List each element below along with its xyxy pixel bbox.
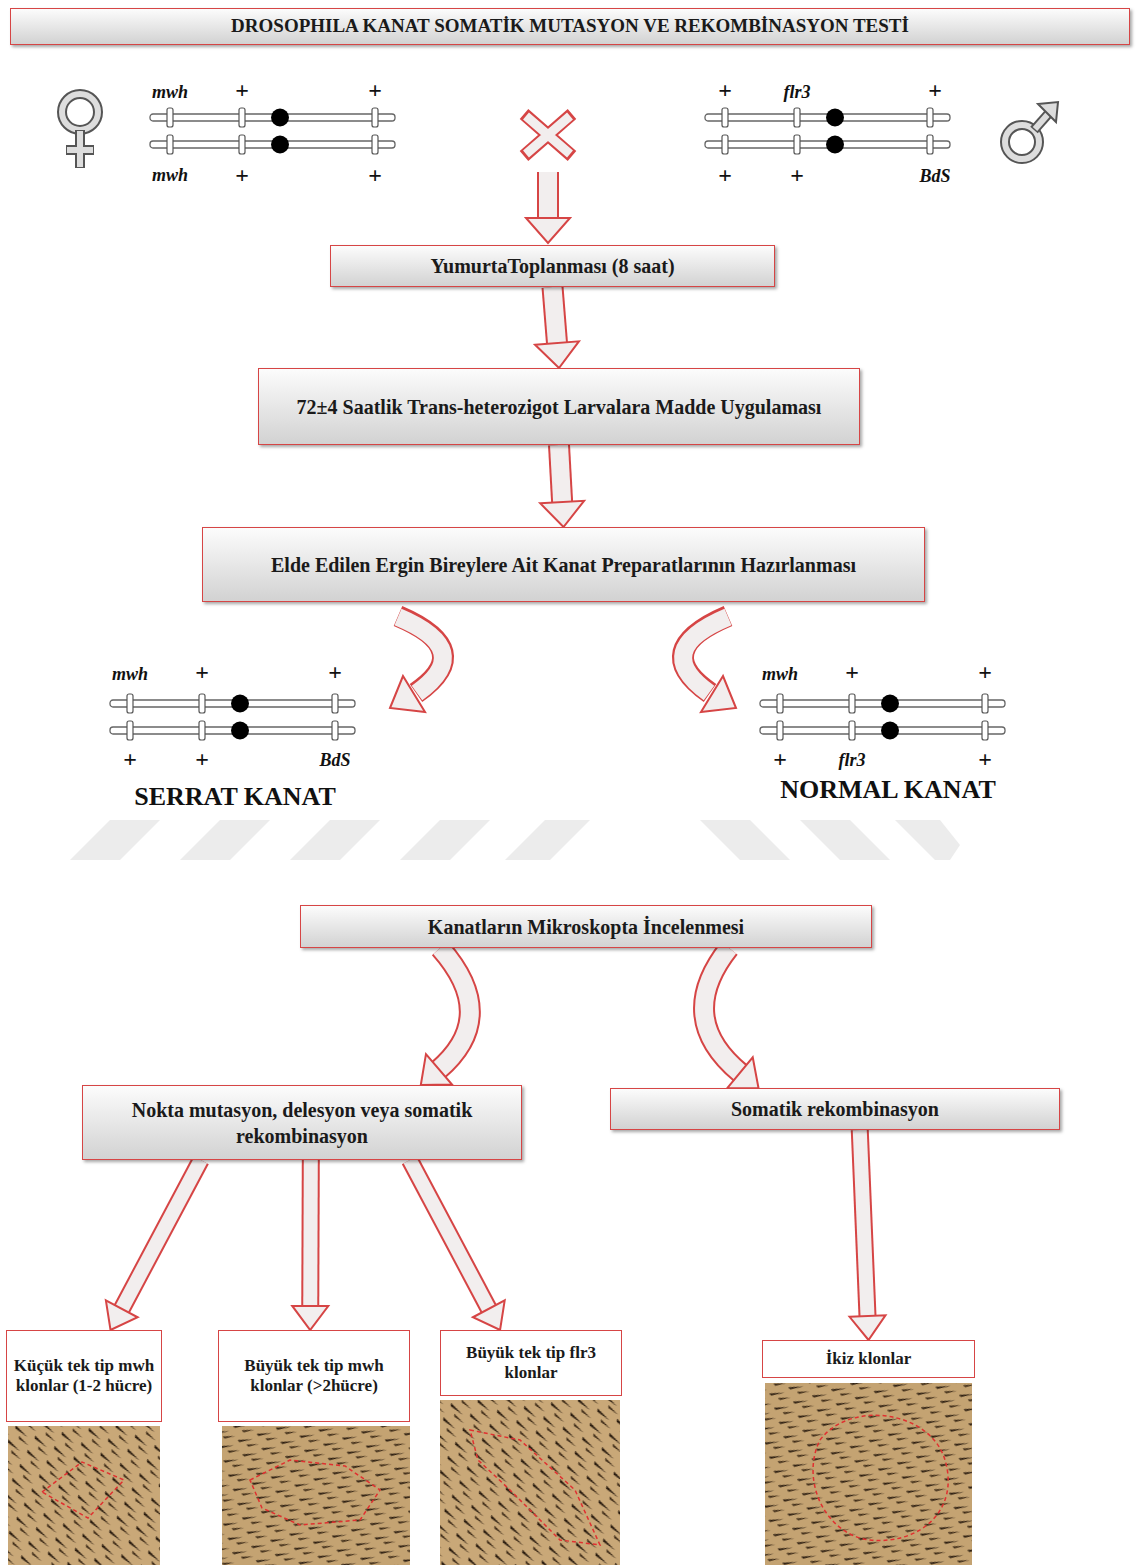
arrow-shaft-outline [860, 1130, 868, 1317]
block-arrow [850, 1130, 886, 1340]
chromosome-pair [150, 108, 395, 154]
arrow-shaft [860, 1130, 868, 1317]
wing-micrograph [222, 1426, 410, 1565]
female-symbol [62, 94, 98, 168]
wing-micrograph [8, 1426, 160, 1565]
box-text: 72±4 Saatlik Trans-heterozigot Larvalara… [297, 394, 822, 420]
gene-marker: mwh [152, 165, 188, 186]
arrow-shaft [559, 445, 562, 503]
wild-type-allele: + [845, 659, 859, 686]
box-text: Elde Edilen Ergin Bireylere Ait Kanat Pr… [271, 552, 856, 578]
box-text: Küçük tek tip mwh klonlar (1-2 hücre) [11, 1356, 157, 1397]
gene-marker: BdS [319, 750, 350, 771]
block-arrow [704, 948, 758, 1088]
process-box: YumurtaToplanması (8 saat) [330, 245, 775, 287]
process-box: Somatik rekombinasyon [610, 1088, 1060, 1130]
box-text: Büyük tek tip mwh klonlar (>2hücre) [223, 1356, 405, 1397]
cross-symbol [524, 114, 572, 156]
male-symbol [1005, 102, 1058, 159]
block-arrow [540, 445, 584, 527]
arrow-shaft-outline [559, 445, 562, 503]
arrow-head [535, 341, 579, 368]
arrow-head [850, 1315, 886, 1340]
wild-type-allele: + [790, 162, 804, 189]
chromosome-pair [110, 694, 355, 740]
wild-type-allele: + [368, 77, 382, 104]
clone-type-box: Küçük tek tip mwh klonlar (1-2 hücre) [6, 1330, 162, 1422]
arrow-head [292, 1306, 328, 1330]
wild-type-allele: + [368, 162, 382, 189]
arrow-shaft [303, 1160, 318, 1307]
wild-type-allele: + [718, 162, 732, 189]
box-text: YumurtaToplanması (8 saat) [430, 253, 674, 279]
arrow-shaft-outline [410, 1160, 489, 1310]
chromosome-pair [760, 694, 1005, 740]
clone-type-box: Büyük tek tip flr3 klonlar [440, 1330, 622, 1396]
wild-type-allele: + [978, 659, 992, 686]
wild-type-allele: + [978, 746, 992, 773]
process-box: Nokta mutasyon, delesyon veya somatik re… [82, 1085, 522, 1160]
gene-marker: flr3 [784, 82, 811, 103]
box-text: Somatik rekombinasyon [731, 1096, 939, 1122]
clone-type-box: İkiz klonlar [762, 1340, 975, 1378]
wild-type-allele: + [195, 659, 209, 686]
wild-type-allele: + [718, 77, 732, 104]
arrow-shaft-outline [704, 948, 741, 1073]
curved-arrow [390, 616, 443, 712]
chromosome-pair [705, 108, 950, 154]
arrow-shaft [438, 948, 470, 1070]
wild-type-allele: + [123, 746, 137, 773]
block-arrow [106, 1160, 201, 1330]
block-arrow [535, 287, 579, 368]
arrow-head [106, 1300, 138, 1330]
box-text: İkiz klonlar [826, 1349, 912, 1369]
arrow-shaft [704, 948, 741, 1073]
gene-marker: flr3 [839, 750, 866, 771]
watermark-stripes [70, 820, 960, 860]
wing-micrograph [440, 1400, 620, 1565]
wild-type-allele: + [773, 746, 787, 773]
curved-arrow [683, 616, 736, 712]
gene-marker: BdS [919, 166, 950, 187]
wild-type-allele: + [235, 77, 249, 104]
process-box: 72±4 Saatlik Trans-heterozigot Larvalara… [258, 368, 860, 445]
block-arrow [292, 1160, 328, 1330]
gene-marker: mwh [112, 664, 148, 685]
wild-type-allele: + [328, 659, 342, 686]
gene-marker: mwh [152, 82, 188, 103]
clone-type-box: Büyük tek tip mwh klonlar (>2hücre) [218, 1330, 410, 1422]
box-text: Büyük tek tip flr3 klonlar [445, 1343, 617, 1384]
arrow-shaft [121, 1160, 200, 1310]
arrow-head [421, 1054, 452, 1085]
title-text: DROSOPHILA KANAT SOMATİK MUTASYON VE REK… [231, 14, 909, 39]
block-arrow [526, 172, 570, 243]
arrow-shaft-outline [438, 948, 470, 1070]
arrow-head [540, 501, 584, 527]
wing-micrograph [765, 1383, 972, 1565]
gene-marker: mwh [762, 664, 798, 685]
arrow-head [473, 1300, 505, 1330]
arrow-shaft-outline [553, 287, 558, 344]
genotype-caption: NORMAL KANAT [780, 775, 995, 805]
title-box: DROSOPHILA KANAT SOMATİK MUTASYON VE REK… [10, 8, 1130, 45]
block-arrow [410, 1160, 505, 1330]
block-arrow [421, 948, 470, 1085]
process-box: Elde Edilen Ergin Bireylere Ait Kanat Pr… [202, 527, 925, 602]
box-text: Nokta mutasyon, delesyon veya somatik re… [93, 1097, 511, 1149]
arrow-shaft [553, 287, 558, 344]
wild-type-allele: + [928, 77, 942, 104]
arrow-shaft-outline [121, 1160, 200, 1310]
arrow-head [727, 1057, 758, 1088]
arrow-shaft-outline [301, 1160, 320, 1307]
process-box: Kanatların Mikroskopta İncelenmesi [300, 905, 872, 948]
wild-type-allele: + [235, 162, 249, 189]
wild-type-allele: + [195, 746, 209, 773]
genotype-caption: SERRAT KANAT [134, 782, 336, 812]
arrow-shaft [410, 1160, 489, 1310]
box-text: Kanatların Mikroskopta İncelenmesi [428, 914, 744, 940]
